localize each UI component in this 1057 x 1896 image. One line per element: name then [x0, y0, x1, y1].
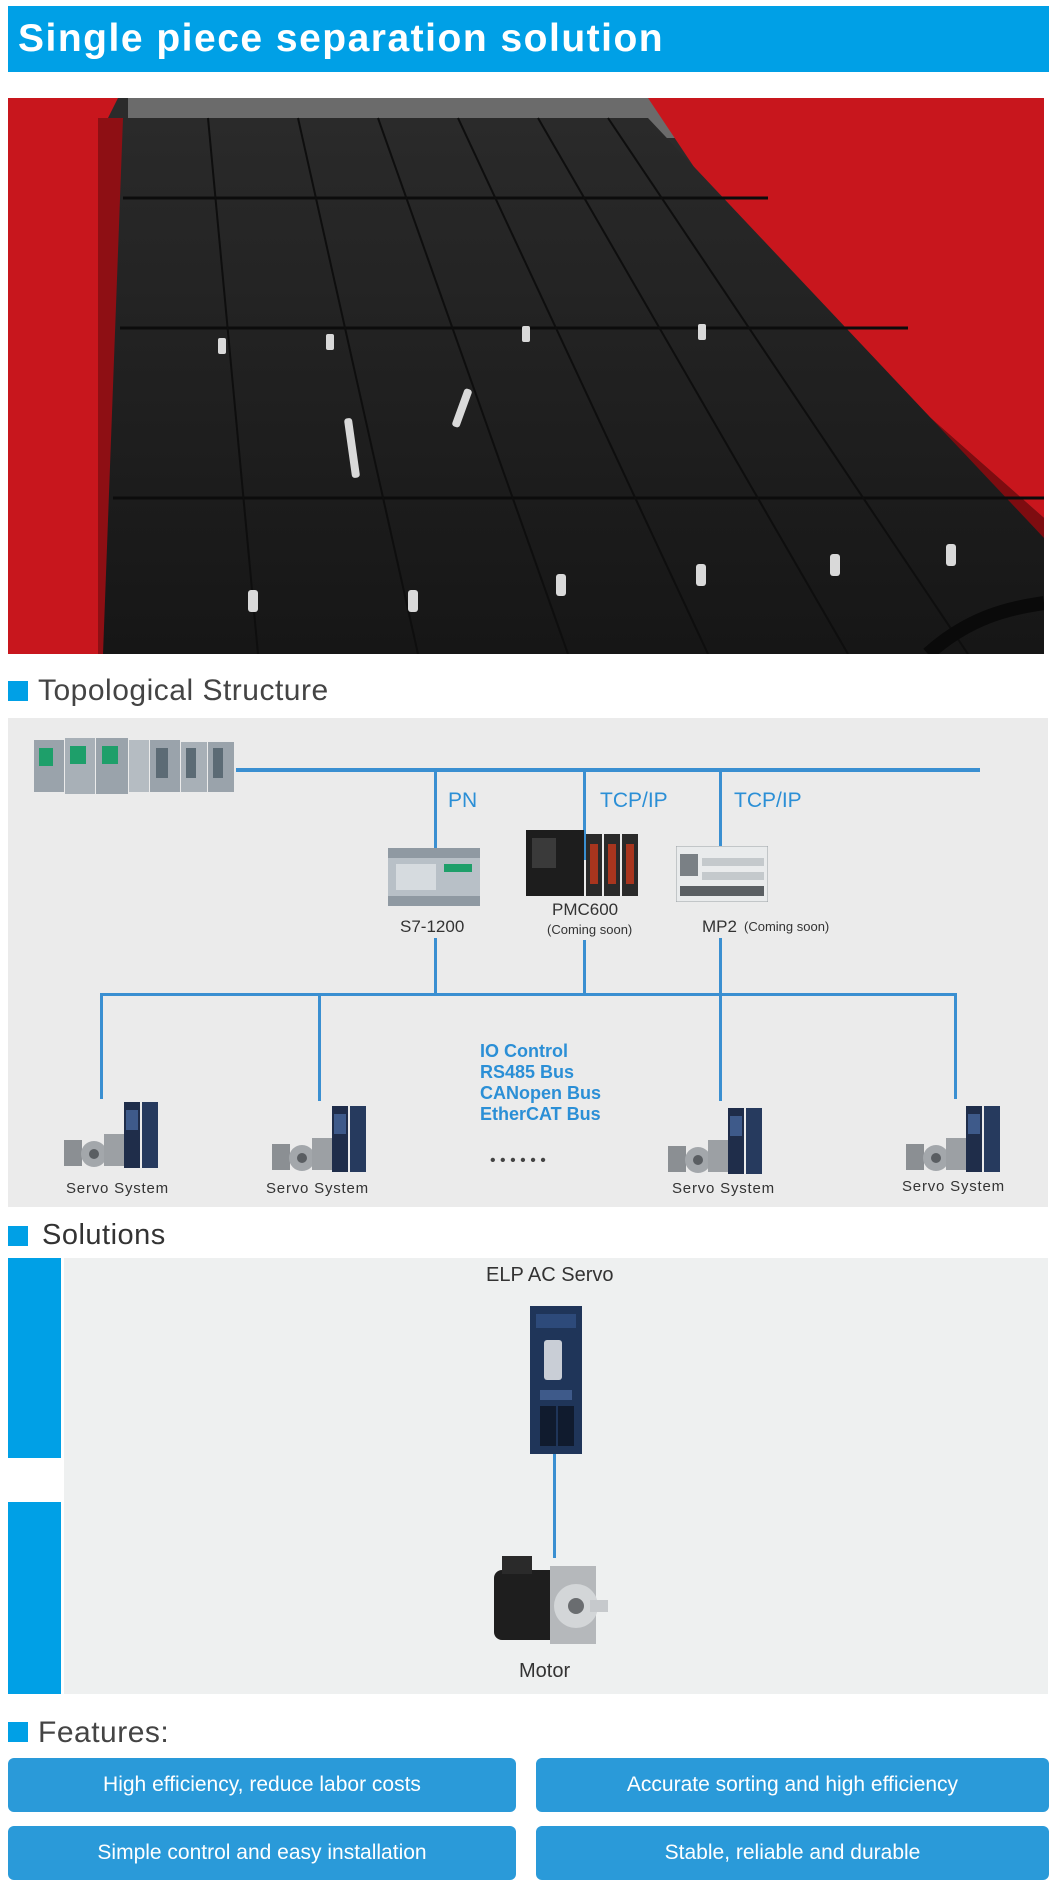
link-label-pn: PN	[448, 789, 478, 812]
servo-drop-3	[719, 993, 722, 1101]
field-bus-line	[100, 993, 957, 996]
more-ellipsis: • • • • • •	[490, 1152, 546, 1169]
plc-rack-icon	[34, 738, 234, 794]
drop-line-pmc	[583, 768, 586, 860]
servo-motor-icon	[494, 1556, 608, 1644]
bus-type-canopen: CANopen Bus	[480, 1083, 601, 1103]
solution-accent-bar	[8, 1258, 61, 1458]
controller-name-s7: S7-1200	[400, 917, 465, 936]
feature-badge-control: Simple control and easy installation	[8, 1826, 516, 1880]
servo-system-icon-1	[64, 1102, 158, 1168]
page-header	[8, 6, 1049, 72]
section-title-topology: Topological Structure	[38, 674, 329, 707]
elp-ac-servo-drive-icon	[530, 1306, 582, 1454]
page-title: Single piece separation solution	[18, 17, 665, 60]
servo-label-3: Servo System	[672, 1180, 775, 1197]
riser-s7	[434, 938, 437, 994]
servo-label-2: Servo System	[266, 1180, 369, 1197]
controller-note-mp2: (Coming soon)	[744, 919, 830, 934]
servo-label-4: Servo System	[902, 1178, 1005, 1195]
solution-motor-title: Motor	[519, 1660, 571, 1682]
main-bus-line	[236, 768, 980, 772]
section-title-features: Features:	[38, 1716, 170, 1749]
solution-servo-title: ELP AC Servo	[486, 1264, 614, 1286]
servo-drop-2	[318, 993, 321, 1101]
controller-name-pmc600: PMC600	[552, 900, 619, 919]
conveyor-photo	[8, 98, 1044, 654]
bus-type-io: IO Control	[480, 1041, 568, 1061]
section-marker	[8, 1722, 28, 1742]
servo-system-icon-3	[668, 1108, 762, 1174]
riser-pmc	[583, 940, 586, 994]
section-marker	[8, 1226, 28, 1246]
servo-label-1: Servo System	[66, 1180, 169, 1197]
servo-system-icon-4	[906, 1106, 1000, 1172]
section-title-solutions: Solutions	[42, 1219, 166, 1251]
controller-note-pmc600: (Coming soon)	[547, 922, 633, 937]
s7-1200-plc-icon	[388, 848, 480, 906]
drive-motor-cable	[553, 1454, 556, 1558]
feature-badge-sorting: Accurate sorting and high efficiency	[536, 1758, 1049, 1812]
bus-type-ethercat: EtherCAT Bus	[480, 1104, 601, 1124]
section-marker	[8, 681, 28, 701]
riser-mp2	[719, 938, 722, 994]
link-label-tcpip-2: TCP/IP	[734, 789, 802, 812]
bus-type-rs485: RS485 Bus	[480, 1062, 575, 1082]
servo-drop-4	[954, 993, 957, 1099]
drop-line-s7	[434, 768, 437, 856]
pmc600-controller-icon	[526, 830, 638, 896]
conveyor-illustration	[8, 98, 1044, 654]
drop-line-mp2	[719, 768, 722, 858]
feature-badge-reliable: Stable, reliable and durable	[536, 1826, 1049, 1880]
bus-type-list: IO Control RS485 Bus CANopen Bus EtherCA…	[480, 1041, 601, 1125]
link-label-tcpip-1: TCP/IP	[600, 789, 668, 812]
mp2-controller-icon	[676, 846, 768, 902]
solution-accent-bar	[8, 1502, 61, 1694]
servo-drop-1	[100, 993, 103, 1099]
feature-badge-efficiency: High efficiency, reduce labor costs	[8, 1758, 516, 1812]
topology-diagram	[8, 718, 1048, 1207]
controller-name-mp2: MP2	[702, 917, 737, 936]
servo-system-icon-2	[272, 1106, 366, 1172]
